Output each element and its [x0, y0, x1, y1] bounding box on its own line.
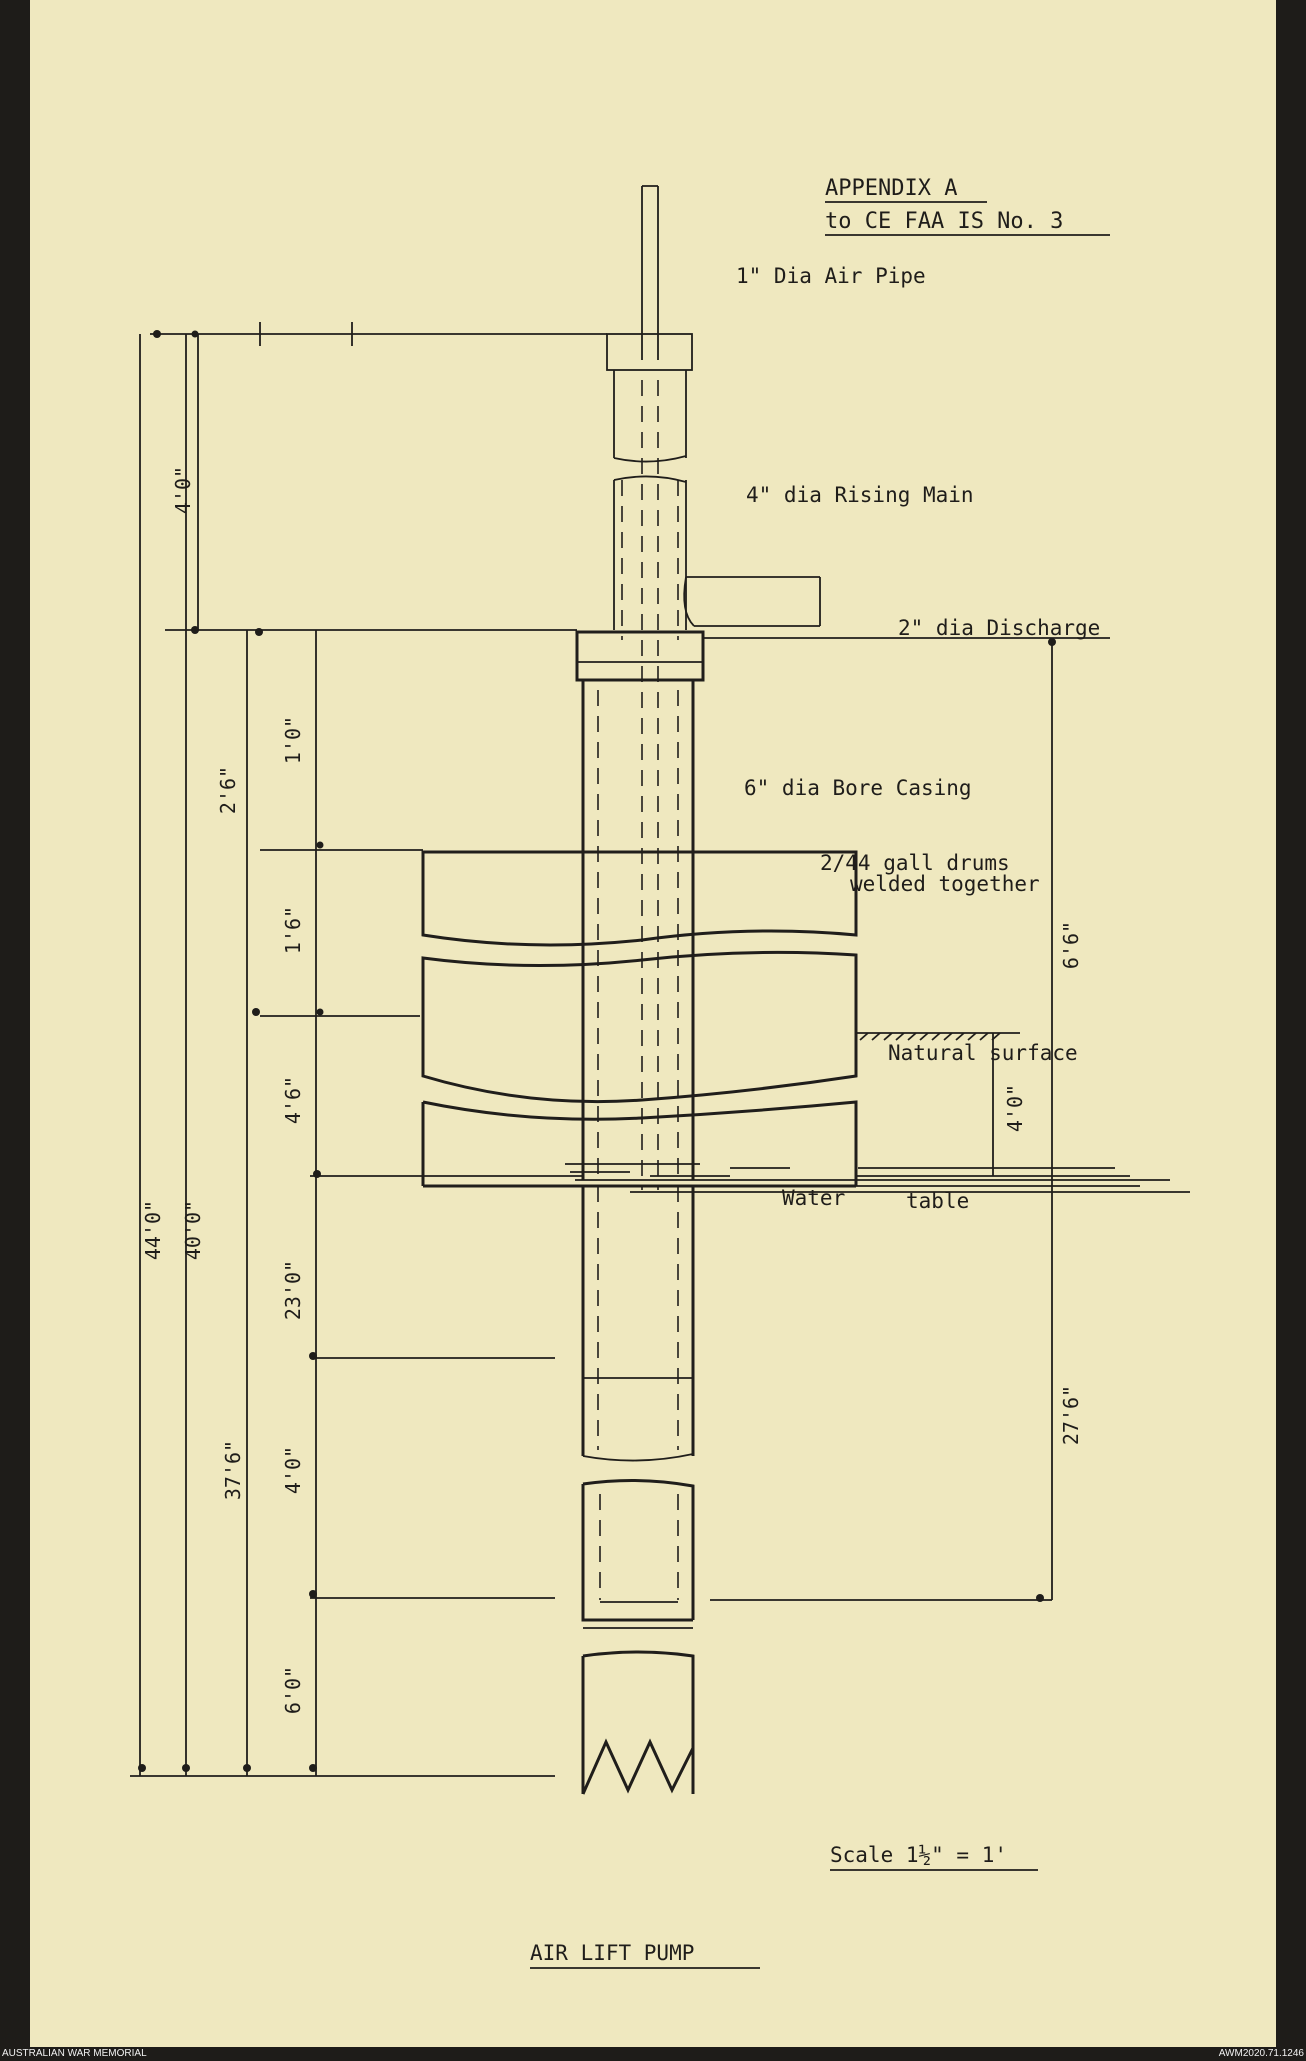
- air-lift-pump-drawing: APPENDIX A to CE FAA IS No. 3: [130, 176, 1190, 1969]
- gallon-drums: [421, 850, 858, 1188]
- footer-source: AUSTRALIAN WAR MEMORIAL: [2, 2048, 147, 2059]
- label-rising-main: 4" dia Rising Main: [746, 483, 974, 507]
- dim-27-6: 27'6": [1059, 1385, 1083, 1445]
- label-natural-surface: Natural surface: [888, 1041, 1078, 1065]
- water-table-lines: [565, 1163, 1190, 1193]
- appendix-heading: APPENDIX A: [825, 176, 957, 201]
- dim-4-0-water: 4'0": [1003, 1084, 1027, 1132]
- label-drums-line2: welded together: [850, 872, 1040, 896]
- dim-4-0-top: 4'0": [171, 466, 195, 514]
- dim-44-0: 44'0": [141, 1200, 165, 1260]
- dim-23-0: 23'0": [281, 1260, 305, 1320]
- left-dimensions: [130, 322, 607, 1777]
- scale-label: Scale 1½" = 1': [830, 1843, 1007, 1867]
- dim-6-0: 6'0": [281, 1666, 305, 1714]
- footer-accession: AWM2020.71.1246: [1218, 2048, 1304, 2059]
- natural-surface-hatch: [856, 1032, 1020, 1041]
- drawing-title: AIR LIFT PUMP: [530, 1941, 694, 1965]
- label-water-table-2: table: [906, 1189, 969, 1213]
- rising-main: [606, 333, 693, 640]
- discharge-pipe: [683, 576, 821, 627]
- archive-footer: AUSTRALIAN WAR MEMORIAL AWM2020.71.1246: [0, 2047, 1306, 2061]
- casing-collar: [575, 630, 705, 682]
- label-drums-line1: 2/44 gall drums: [820, 851, 1010, 875]
- dim-4-6: 4'6": [281, 1076, 305, 1124]
- casing-lower: [581, 1186, 695, 1795]
- dim-1-6: 1'6": [281, 906, 305, 954]
- dimension-points: [138, 330, 324, 1772]
- label-discharge: 2" dia Discharge: [898, 616, 1100, 640]
- air-pipe: [641, 185, 659, 1190]
- bore-casing: [581, 680, 695, 1180]
- label-air-pipe: 1" Dia Air Pipe: [736, 264, 926, 288]
- dim-6-6: 6'6": [1059, 921, 1083, 969]
- dim-40-0: 40'0": [181, 1200, 205, 1260]
- dim-4-0-mid: 4'0": [281, 1446, 305, 1494]
- dim-1-0: 1'0": [281, 716, 305, 764]
- document-sheet: APPENDIX A to CE FAA IS No. 3: [30, 0, 1276, 2047]
- label-bore-casing: 6" dia Bore Casing: [744, 776, 972, 800]
- dim-37-6: 37'6": [221, 1440, 245, 1500]
- label-water-table-1: Water: [782, 1186, 845, 1210]
- appendix-subheading: to CE FAA IS No. 3: [825, 209, 1063, 234]
- dim-2-6: 2'6": [216, 766, 240, 814]
- right-dimensions: [703, 637, 1110, 1602]
